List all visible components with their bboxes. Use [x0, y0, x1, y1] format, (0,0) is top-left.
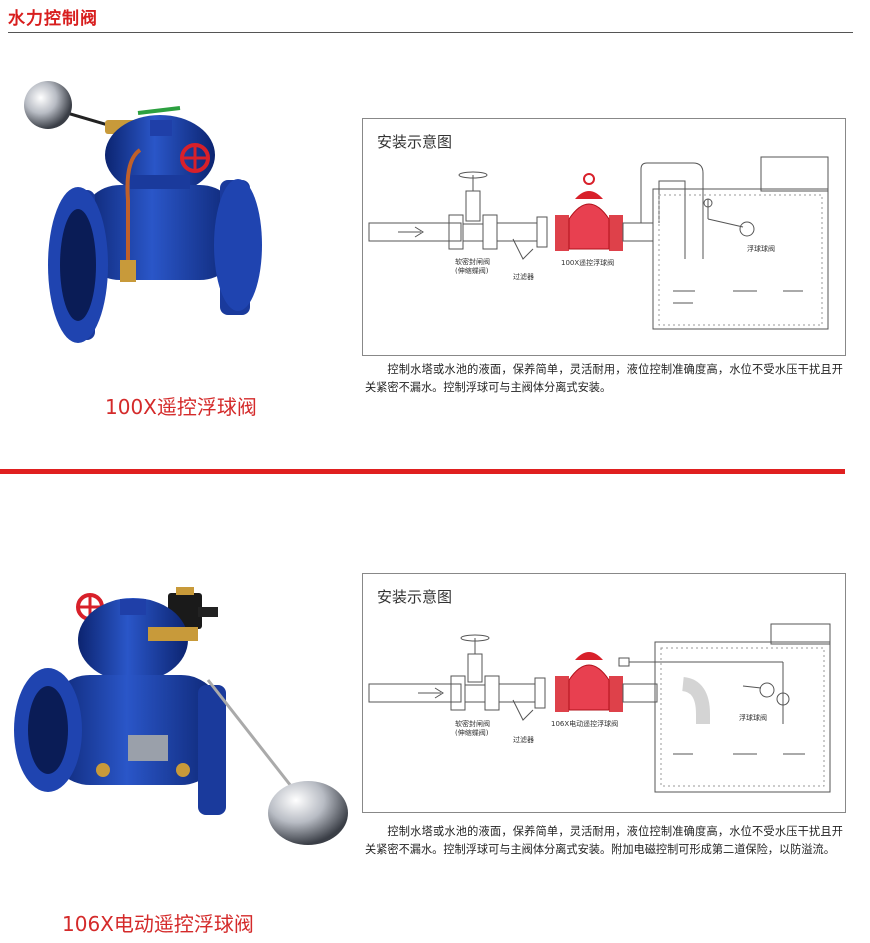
label-main-valve: 100X遥控浮球阀	[561, 258, 614, 267]
label-float-valve: 浮球球阀	[739, 713, 767, 722]
label-gate-valve: 软密封闸阀	[455, 257, 490, 266]
filter-icon	[512, 216, 548, 260]
float-ball-icon	[24, 81, 72, 129]
label-gate-valve-sub: (伸缩蝶阀)	[455, 728, 489, 737]
main-valve-icon	[555, 173, 623, 251]
product-description-100x: 控制水塔或水池的液面，保养简单，灵活耐用，液位控制准确度高，水位不受水压干扰且开…	[365, 363, 843, 394]
filter-icon	[512, 677, 546, 721]
product-name-106x: 106X电动遥控浮球阀	[62, 912, 254, 936]
label-filter: 过滤器	[513, 735, 534, 744]
label-main-valve: 106X电动遥控浮球阀	[551, 719, 618, 728]
float-ball-icon	[268, 781, 348, 845]
title-divider	[8, 32, 853, 33]
install-diagram-100x: 安装示意图	[362, 118, 846, 356]
product-photo-100x	[10, 80, 290, 350]
label-filter: 过滤器	[513, 272, 534, 281]
label-float-valve: 浮球球阀	[747, 244, 775, 253]
diagram-title: 安装示意图	[377, 588, 453, 606]
product-description-106x: 控制水塔或水池的液面，保养简单，灵活耐用，液位控制准确度高，水位不受水压干扰且开…	[365, 825, 843, 856]
install-diagram-106x: 安装示意图	[362, 573, 846, 813]
main-valve-icon	[555, 652, 783, 712]
water-tank-icon	[654, 623, 831, 793]
product-photo-106x	[8, 585, 353, 850]
label-gate-valve-sub: (伸缩蝶阀)	[455, 266, 489, 275]
product-name-100x: 100X遥控浮球阀	[105, 395, 257, 419]
water-tank-icon	[652, 156, 829, 330]
gate-valve-icon	[450, 634, 500, 711]
diagram-title: 安装示意图	[377, 133, 453, 151]
label-gate-valve: 软密封闸阀	[455, 719, 490, 728]
section-divider	[0, 469, 845, 474]
page-title: 水力控制阀	[8, 9, 98, 29]
gate-valve-icon	[448, 171, 498, 250]
